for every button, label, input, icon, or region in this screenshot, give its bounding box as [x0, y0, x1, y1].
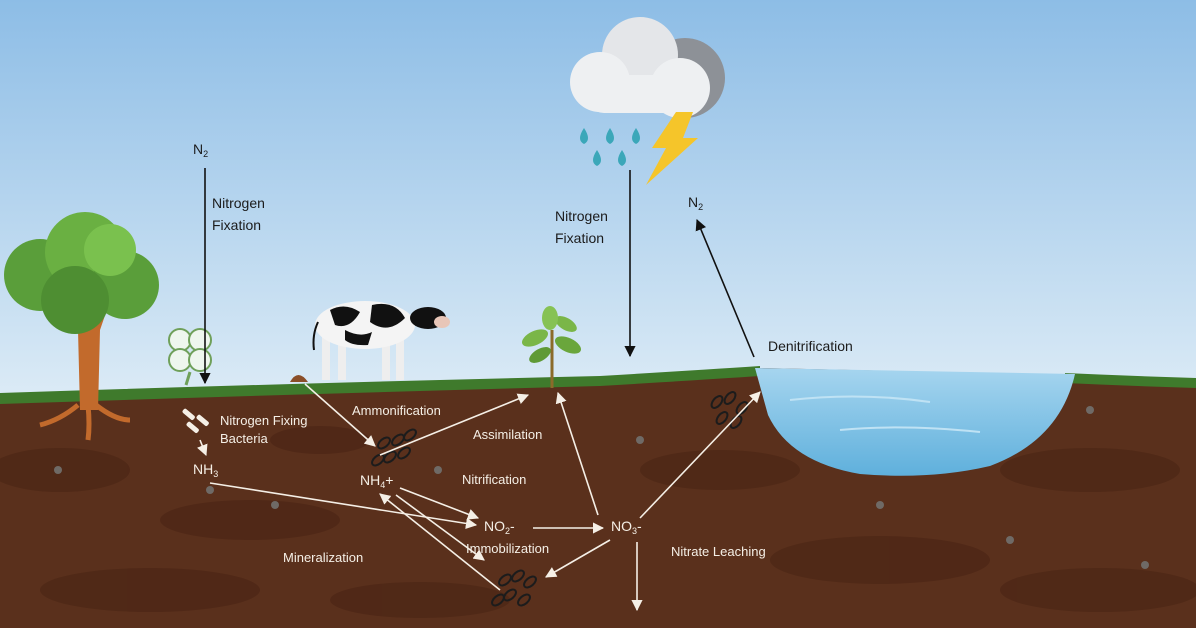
arrow-no3-to-plant [555, 391, 599, 516]
manure-pile [290, 375, 308, 382]
arrow-no3-to-denitrification [639, 391, 761, 519]
label-nitrogen-fixation-left: Nitrogen Fixation [212, 195, 265, 233]
label-mineralization: Mineralization [283, 550, 364, 565]
label-nitrate-leaching: Nitrate Leaching [671, 544, 766, 559]
label-assimilation: Assimilation [473, 427, 543, 442]
label-nitrification: Nitrification [462, 472, 527, 487]
bacteria-icon [182, 408, 209, 433]
label-n2-left: N2 [193, 141, 209, 159]
label-no2: NO2- [484, 518, 515, 536]
plant-icon [521, 306, 582, 388]
label-immobilization: Immobilization [466, 541, 550, 556]
arrow-bacteria-to-nh3 [197, 439, 208, 457]
bacteria-icon-ammonification [371, 428, 417, 467]
soil-texture [0, 426, 1196, 618]
label-nh3: NH3 [193, 461, 219, 479]
bacteria-icon-immobilization [491, 569, 537, 607]
label-nitrogen-fixing-bacteria: Nitrogen Fixing Bacteria [220, 413, 308, 446]
label-denitrification: Denitrification [768, 338, 853, 354]
arrow-nh4-to-no2 [399, 487, 480, 520]
arrow-ammonification-to-plant [379, 393, 530, 456]
arrow-denitrification [695, 218, 755, 358]
tree-icon [4, 212, 159, 441]
label-nitrogen-fixation-right: Nitrogen Fixation [555, 208, 608, 246]
cow-icon [312, 301, 450, 380]
lightning-icon [646, 112, 698, 185]
label-nh4: NH4+ [360, 472, 394, 490]
pond-icon [755, 368, 1075, 476]
rain-icon [580, 128, 640, 166]
arrow-manure-to-ammonification [304, 383, 376, 447]
arrow-bacteria-to-nh4 [379, 493, 501, 591]
label-ammonification: Ammonification [352, 403, 441, 418]
arrow-no3-to-bacteria [545, 539, 611, 578]
soil-pebbles [54, 406, 1149, 569]
label-no3: NO3- [611, 518, 642, 536]
label-n2-right: N2 [688, 194, 704, 212]
grass-right [1065, 373, 1196, 388]
bacteria-icon-denitrification [710, 391, 749, 429]
cloud-icon [570, 17, 725, 118]
pond-ripples [789, 395, 981, 433]
arrow-nh3-to-no2 [209, 482, 478, 529]
grass [0, 366, 760, 404]
arrow-nh4-to-bacteria [395, 494, 485, 561]
